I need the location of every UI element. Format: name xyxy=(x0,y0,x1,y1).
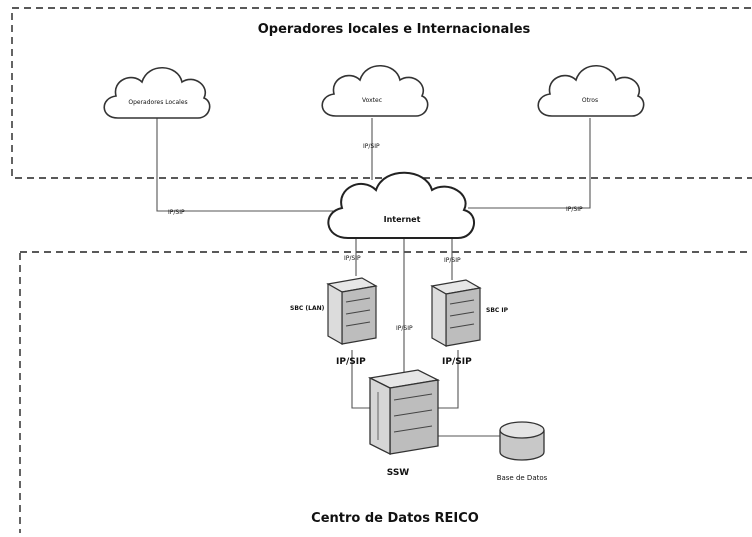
sbc-ip-label: SBC IP xyxy=(486,307,509,314)
database-icon xyxy=(499,421,545,461)
server-icon xyxy=(430,279,482,348)
link-label-internet-sbc-left: IP/SIP xyxy=(344,255,361,262)
link-label-left: IP/SIP xyxy=(168,209,185,216)
cloud-label-center: Voxtec xyxy=(362,97,382,104)
datacenter-zone xyxy=(19,251,752,537)
cloud-otros: Otros xyxy=(537,65,645,117)
cloud-voxtec: Voxtec xyxy=(321,65,429,117)
cloud-icon xyxy=(537,65,645,117)
link-left-cloud-internet xyxy=(156,118,340,212)
link-label-center: IP/SIP xyxy=(363,143,380,150)
links xyxy=(156,118,591,437)
cloud-label-internet: Internet xyxy=(384,215,421,224)
sbc-lan-server: SBC (LAN) IP/SIP xyxy=(290,277,378,367)
sbc-lan-protocol: IP/SIP xyxy=(336,357,366,367)
link-right-cloud-internet xyxy=(468,118,591,209)
database-node: Base de Datos xyxy=(497,421,548,482)
cloud-operadores-locales: Operadores Locales xyxy=(103,67,211,119)
server-icon xyxy=(367,369,441,456)
cloud-icon xyxy=(321,65,429,117)
ssw-label: SSW xyxy=(387,468,410,478)
link-label-internet-sbc-right: IP/SIP xyxy=(444,257,461,264)
server-icon xyxy=(326,277,378,346)
sbc-lan-label: SBC (LAN) xyxy=(290,305,325,312)
datacenter-zone-title: Centro de Datos REICO xyxy=(311,511,479,526)
database-label: Base de Datos xyxy=(497,474,548,482)
operators-zone-title: Operadores locales e Internacionales xyxy=(258,22,531,37)
link-sbc-right-ssw xyxy=(436,350,459,409)
cloud-label-right: Otros xyxy=(582,97,598,104)
cloud-internet: Internet xyxy=(327,171,475,239)
ssw-server: SSW xyxy=(367,369,441,478)
cloud-icon xyxy=(103,67,211,119)
sbc-ip-server: SBC IP IP/SIP xyxy=(430,279,509,367)
cloud-icon xyxy=(327,171,475,239)
cloud-label-left: Operadores Locales xyxy=(128,99,187,106)
link-sbc-left-ssw xyxy=(351,350,372,409)
sbc-ip-protocol: IP/SIP xyxy=(442,357,472,367)
link-label-right: IP/SIP xyxy=(566,206,583,213)
link-label-internet-ssw: IP/SIP xyxy=(396,325,413,332)
